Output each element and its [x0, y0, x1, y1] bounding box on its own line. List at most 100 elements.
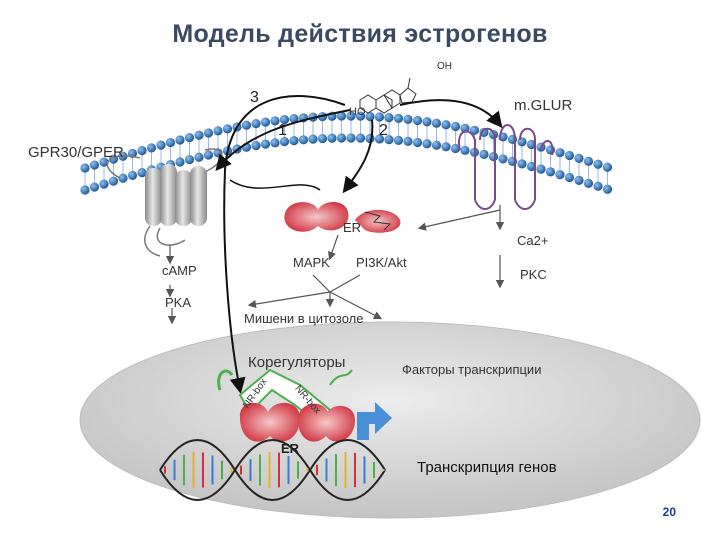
- lipid-head: [289, 114, 299, 124]
- pathway-2-label: 2: [379, 122, 388, 139]
- lipid-head: [602, 184, 613, 194]
- lipid-head: [241, 120, 252, 130]
- lipid-head: [374, 134, 385, 144]
- er-nuclear-label: ER: [281, 441, 300, 456]
- mglur-receptor: [458, 124, 554, 210]
- lipid-head: [393, 113, 404, 124]
- lipid-head: [365, 111, 375, 122]
- lipid-head: [137, 168, 147, 178]
- gpr30-receptor: [106, 148, 223, 257]
- lipid-head: [517, 137, 527, 147]
- lipid-head: [403, 136, 413, 146]
- lipid-head: [374, 112, 385, 122]
- lipid-head: [536, 164, 546, 174]
- lipid-head: [583, 178, 594, 188]
- lipid-head: [137, 146, 147, 156]
- lipid-head: [203, 150, 214, 160]
- lipid-head: [412, 137, 423, 148]
- lipid-head: [422, 117, 432, 127]
- lipid-head: [346, 133, 356, 143]
- lipid-head: [555, 148, 565, 158]
- lipid-head: [251, 119, 261, 129]
- transcription-start-arrow: [357, 402, 392, 440]
- lipid-head: [564, 172, 575, 183]
- lipid-head: [479, 149, 489, 160]
- lipid-head: [346, 111, 356, 121]
- pathway-1-label: 1: [278, 122, 287, 139]
- lipid-head: [526, 139, 537, 150]
- lipid-head: [89, 160, 100, 170]
- gpr30-return-arrow: [229, 179, 321, 191]
- lipid-head: [393, 135, 404, 146]
- pathway-2-arrow: [342, 119, 374, 194]
- lipid-head: [99, 179, 109, 189]
- lipid-head: [602, 162, 613, 172]
- nuclear-er-dimer: [239, 402, 355, 442]
- pkc-label: PKC: [520, 267, 547, 282]
- lipid-head: [99, 157, 109, 167]
- lipid-head: [108, 176, 119, 186]
- lipid-head: [545, 145, 556, 155]
- lipid-head: [441, 142, 451, 152]
- lipid-head: [355, 133, 366, 143]
- lipid-head: [279, 137, 290, 147]
- lipid-head: [194, 152, 204, 162]
- lipid-head: [431, 118, 442, 128]
- lipid-head: [203, 128, 214, 138]
- lipid-head: [517, 159, 527, 169]
- lipid-head: [336, 133, 347, 143]
- lipid-head: [165, 137, 176, 148]
- camp-label: cAMP: [162, 263, 197, 278]
- lipid-head: [175, 135, 185, 145]
- lipid-head: [127, 170, 138, 181]
- lipid-head: [251, 141, 261, 151]
- estrogen-molecule-icon: [359, 77, 417, 114]
- signaling-arrows: [165, 205, 505, 325]
- lipid-head: [441, 120, 451, 130]
- lipid-head: [298, 135, 309, 145]
- mapk-label: MAPK: [293, 255, 330, 270]
- lipid-head: [336, 111, 347, 121]
- lipid-head: [327, 133, 337, 143]
- lipid-head: [555, 170, 565, 180]
- gpr30-label: GPR30/GPER: [28, 144, 124, 161]
- pathway-1-arrow: [215, 109, 351, 172]
- lipid-head: [80, 163, 90, 173]
- lipid-head: [260, 117, 271, 127]
- ca2-label: Ca2+: [517, 233, 549, 248]
- lipid-head: [593, 181, 603, 191]
- lipid-head: [564, 150, 575, 161]
- lipid-head: [384, 112, 394, 123]
- lipid-head: [213, 126, 223, 136]
- ho-label: HO: [349, 106, 366, 118]
- lipid-head: [574, 153, 584, 164]
- membrane-er-receptor: [284, 202, 401, 233]
- lipid-head: [317, 133, 328, 144]
- lipid-head: [260, 139, 271, 149]
- lipid-head: [184, 132, 195, 143]
- mglur-label: m.GLUR: [514, 97, 573, 114]
- lipid-head: [403, 114, 413, 124]
- lipid-head: [431, 140, 442, 150]
- lipid-head: [308, 134, 318, 144]
- oh-label: OH: [437, 61, 452, 72]
- pathway-3-label: 3: [250, 89, 259, 106]
- lipid-head: [118, 173, 128, 183]
- lipid-head: [89, 182, 100, 192]
- lipid-head: [146, 143, 157, 153]
- lipid-head: [488, 152, 499, 162]
- pi3k-label: PI3K/Akt: [356, 255, 407, 270]
- lipid-head: [80, 185, 90, 195]
- coregulators-label: Корегуляторы: [248, 354, 346, 371]
- lipid-head: [545, 167, 556, 177]
- lipid-head: [279, 115, 290, 125]
- lipid-head: [450, 143, 461, 154]
- mglur-arrow: [399, 99, 503, 129]
- cytosol-targets-label: Мишени в цитозоле: [244, 311, 364, 326]
- lipid-head: [583, 156, 594, 166]
- lipid-head: [469, 125, 480, 135]
- lipid-head: [593, 159, 603, 169]
- lipid-head: [270, 116, 280, 126]
- lipid-head: [184, 154, 195, 165]
